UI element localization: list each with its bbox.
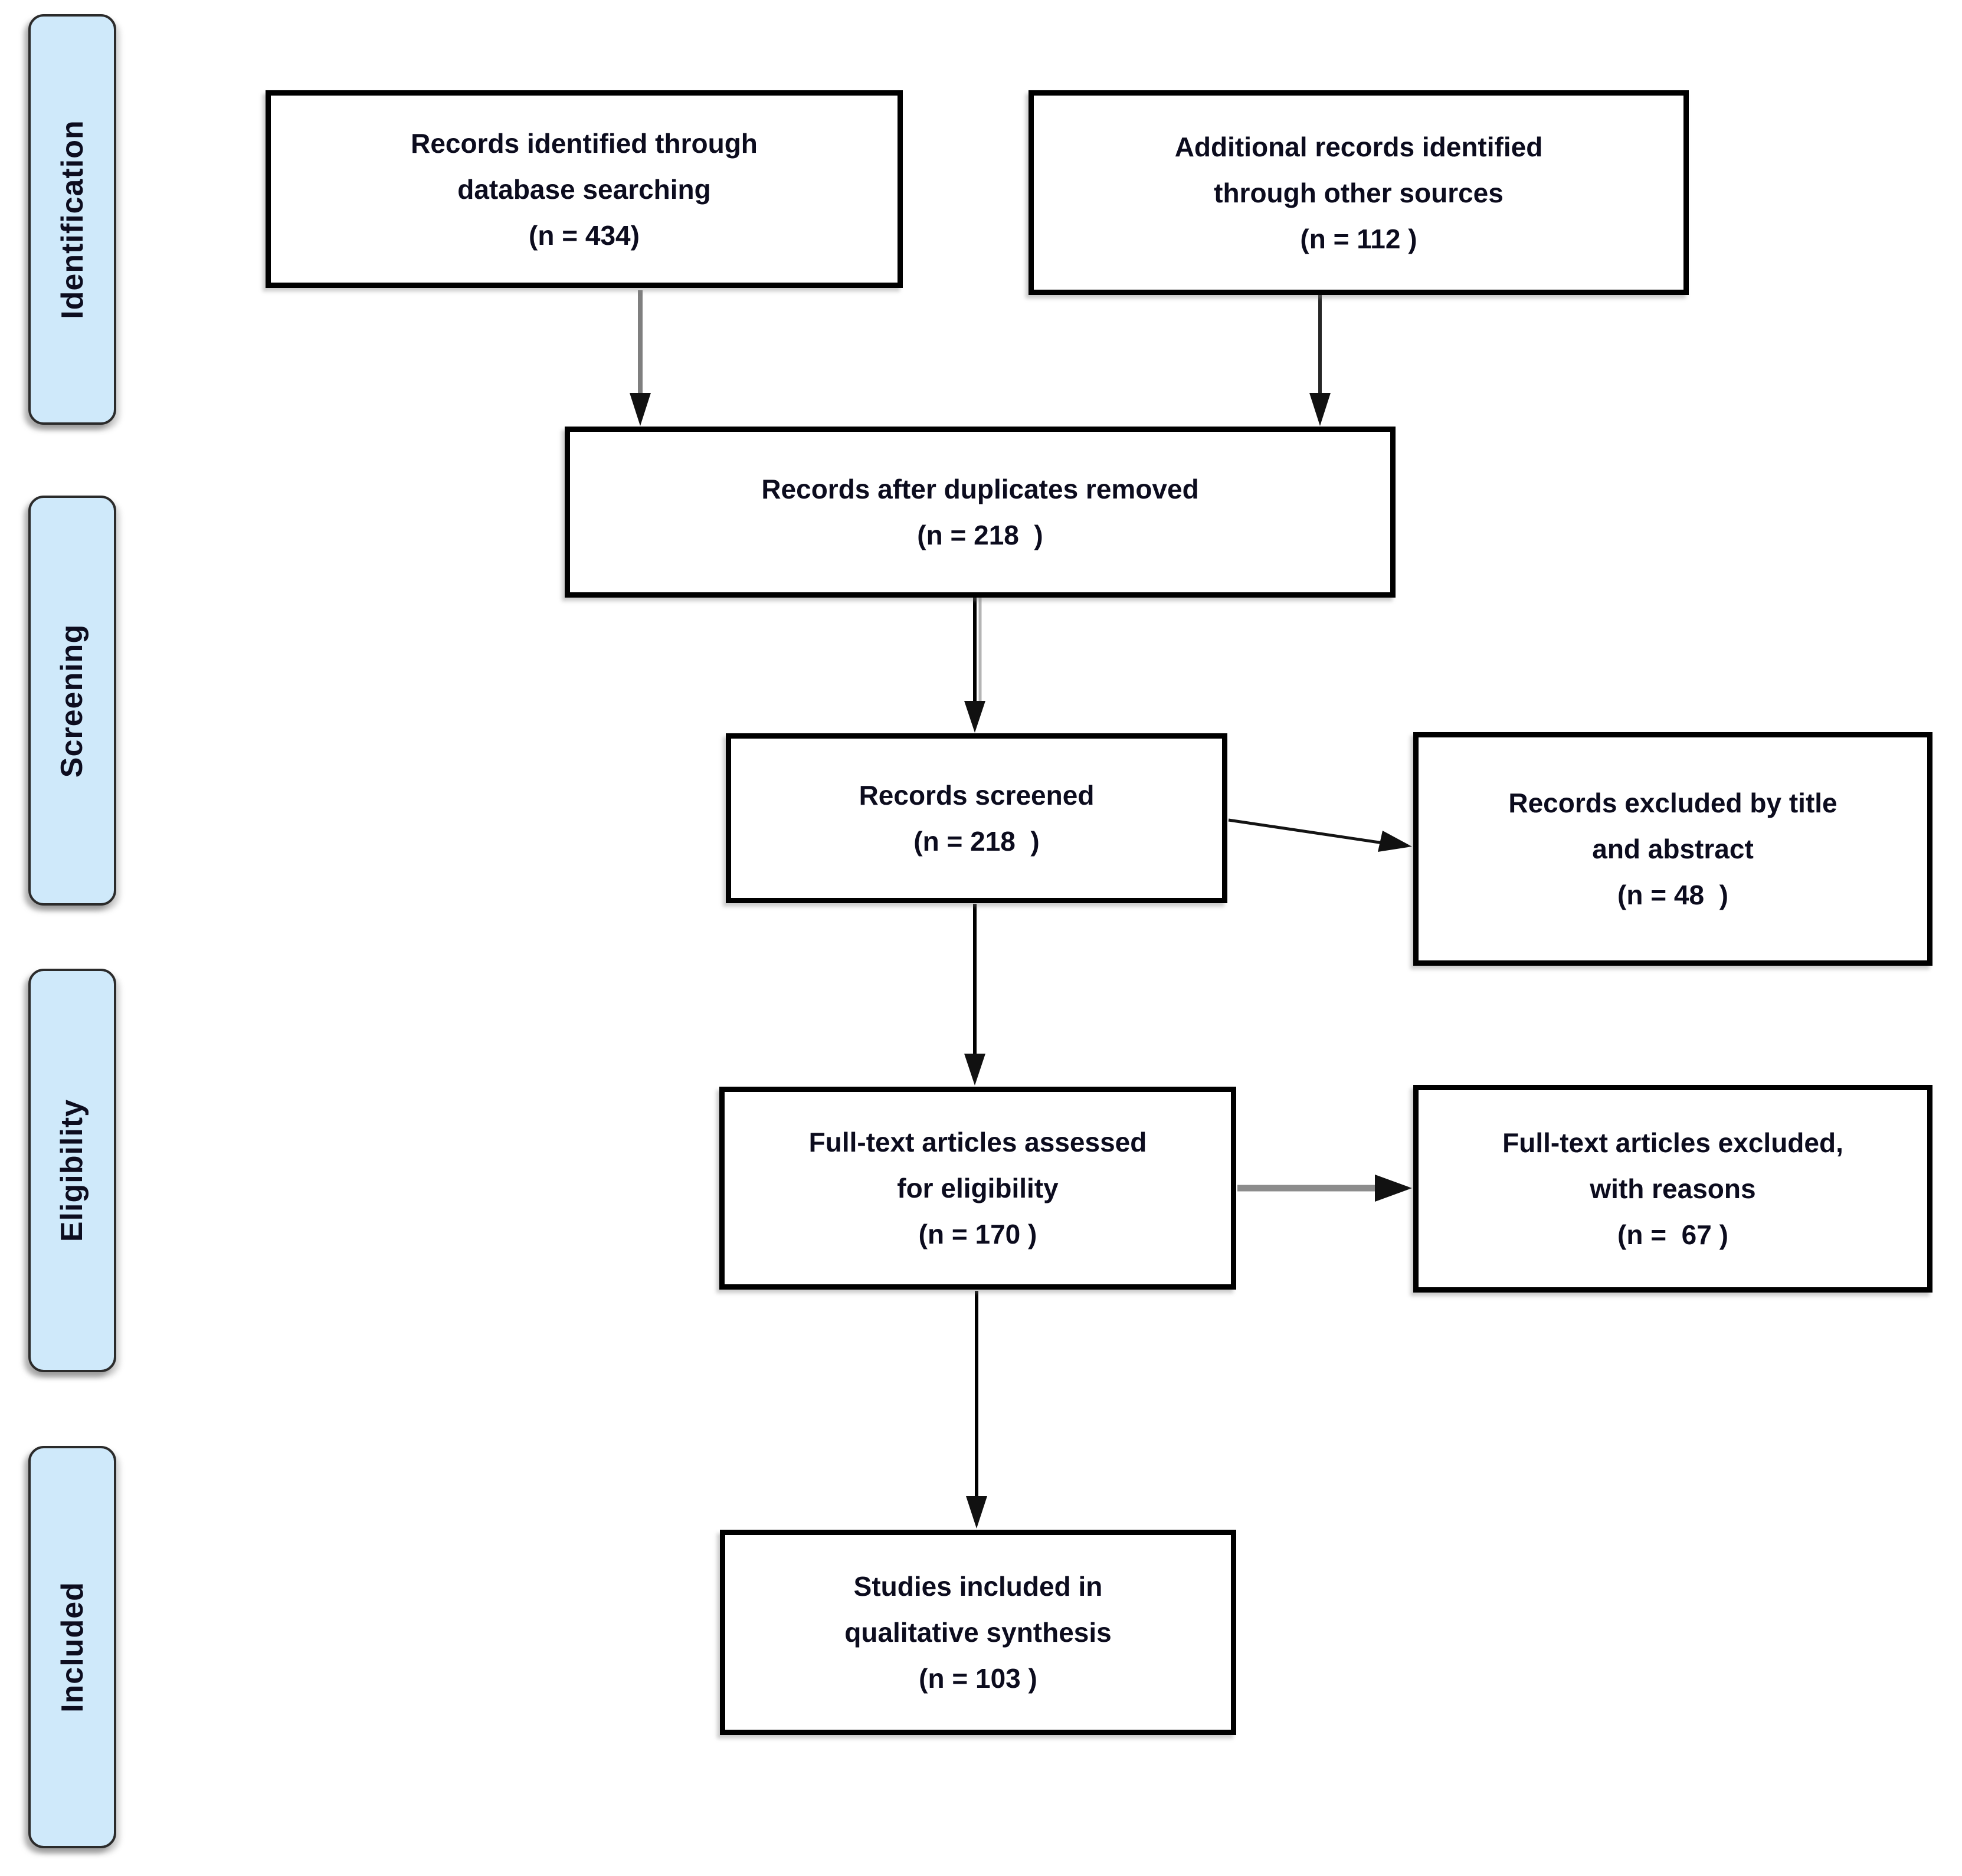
box-records-screened-count: (n = 218 ) (913, 826, 1040, 857)
arrow-screened-to-excluded (1228, 818, 1412, 852)
stage-identification-label: Identification (55, 120, 90, 319)
arrow-fulltext-to-fulltext-excluded (1237, 1175, 1412, 1202)
box-additional-records-line1: Additional records identified (1174, 131, 1543, 162)
box-studies-included-line2: qualitative synthesis (844, 1617, 1112, 1648)
box-records-excluded-count: (n = 48 ) (1617, 880, 1728, 910)
box-studies-included: Studies included in qualitative synthesi… (720, 1530, 1236, 1735)
box-records-screened: Records screened (n = 218 ) (726, 733, 1227, 903)
box-fulltext-excluded: Full-text articles excluded, with reason… (1413, 1085, 1932, 1293)
box-fulltext-excluded-line2: with reasons (1590, 1173, 1756, 1204)
arrow-screened-to-fulltext (964, 904, 985, 1085)
box-studies-included-count: (n = 103 ) (919, 1663, 1037, 1694)
stage-included: Included (28, 1446, 116, 1848)
stage-included-label: Included (55, 1582, 90, 1713)
box-records-identified-line1: Records identified through (411, 127, 758, 159)
box-records-excluded: Records excluded by title and abstract (… (1413, 732, 1932, 966)
box-additional-records-count: (n = 112 ) (1300, 223, 1417, 254)
box-records-excluded-line1: Records excluded by title (1508, 788, 1837, 818)
box-after-duplicates-line1: Records after duplicates removed (761, 474, 1199, 504)
box-records-identified: Records identified through database sear… (266, 90, 903, 288)
box-fulltext-excluded-line1: Full-text articles excluded, (1502, 1127, 1843, 1158)
box-after-duplicates-count: (n = 218 ) (917, 520, 1043, 550)
arrow-deduplicated-to-screened (964, 598, 985, 733)
box-records-identified-count: (n = 434) (529, 219, 640, 251)
arrow-fulltext-to-included (966, 1291, 987, 1529)
box-fulltext-assessed-count: (n = 170 ) (918, 1219, 1037, 1249)
stage-identification: Identification (28, 14, 116, 425)
stage-eligibility: Eligibility (28, 969, 116, 1372)
stage-eligibility-label: Eligibility (55, 1098, 90, 1242)
box-additional-records: Additional records identified through ot… (1029, 90, 1689, 295)
stage-screening-label: Screening (55, 624, 90, 778)
box-records-screened-line1: Records screened (859, 780, 1095, 811)
box-fulltext-assessed: Full-text articles assessed for eligibil… (719, 1087, 1236, 1290)
arrow-identified-to-deduplicated (630, 290, 651, 426)
box-records-excluded-line2: and abstract (1592, 834, 1754, 864)
box-fulltext-assessed-line2: for eligibility (897, 1173, 1059, 1203)
arrow-additional-to-deduplicated (1309, 295, 1331, 426)
box-after-duplicates: Records after duplicates removed (n = 21… (565, 427, 1396, 598)
box-fulltext-excluded-count: (n = 67 ) (1617, 1219, 1728, 1250)
stage-screening: Screening (28, 496, 116, 906)
box-fulltext-assessed-line1: Full-text articles assessed (808, 1127, 1147, 1157)
box-additional-records-line2: through other sources (1214, 177, 1504, 208)
box-records-identified-line2: database searching (457, 173, 711, 205)
box-studies-included-line1: Studies included in (853, 1571, 1103, 1602)
